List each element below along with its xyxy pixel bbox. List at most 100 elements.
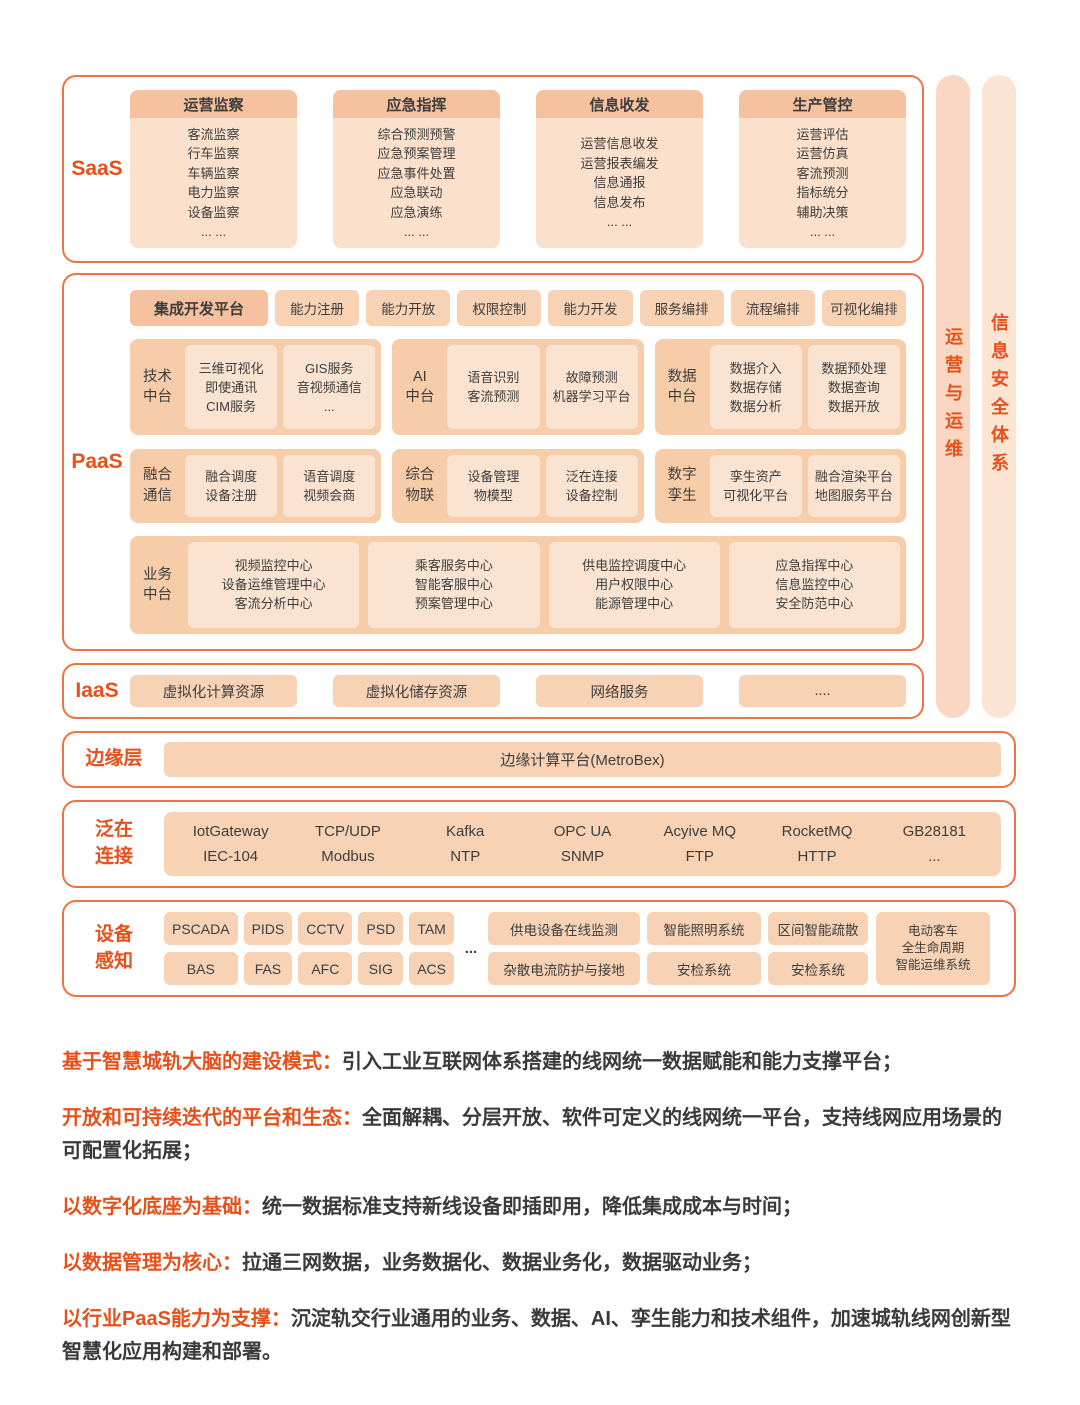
note-body: 全面解耦、分层开放、软件可定义的线网统一平台，支持线网应用场景的可配置化拓展； — [62, 1107, 1002, 1162]
security-system-sidebar: 信息安全体系 — [982, 75, 1016, 718]
business-center-box: 乘客服务中心 智能客服中心 预案管理中心 — [368, 541, 540, 628]
capability-pill: 能力注册 — [275, 290, 360, 326]
note-body: 引入工业互联网体系搭建的线网统一数据赋能和能力支撑平台； — [342, 1051, 902, 1073]
note-body: 统一数据标准支持新线设备即插即用，降低集成成本与时间； — [262, 1196, 802, 1218]
paas-group-box: 融合渲染平台 地图服务平台 — [807, 454, 900, 517]
saas-item: 电力监察 — [187, 185, 240, 200]
note-lead: 开放和可持续迭代的平台和生态： — [62, 1107, 362, 1129]
paas-group-label: AI 中台 — [405, 369, 435, 406]
saas-item: 运营仿真 — [796, 146, 849, 161]
paas-group-label: 数据 中台 — [667, 369, 697, 406]
saas-item: 辅助决策 — [796, 204, 849, 220]
saas-item: 应急联动 — [390, 185, 443, 200]
security-system-label: 信息安全体系 — [989, 312, 1009, 481]
saas-item: 应急事件处置 — [377, 165, 456, 181]
capability-pill: 能力开放 — [366, 290, 451, 326]
saas-column-header: 运营监察 — [130, 90, 297, 118]
device-ellipsis: ... — [464, 940, 478, 957]
iaas-layer-box: IaaS 虚拟化计算资源 虚拟化储存资源 网络服务 .... — [62, 663, 924, 719]
connectivity-layer-label: 泛在 连接 — [94, 819, 133, 867]
protocol-item: SNMP — [560, 848, 605, 866]
saas-item: 车辆监察 — [187, 165, 240, 181]
device-system-item: TAM — [409, 912, 454, 945]
saas-item: 行车监察 — [187, 146, 240, 161]
iaas-item: 网络服务 — [536, 675, 703, 707]
device-system-item: FAS — [243, 952, 293, 985]
protocol-item: OPC UA — [553, 822, 612, 840]
protocol-item: IotGateway — [192, 822, 269, 840]
protocol-item: HTTP — [797, 848, 837, 866]
device-subsystem-item: 安检系统 — [646, 952, 761, 985]
paas-group: 综合 物联 设备管理 物模型 泛在连接 设备控制 — [392, 448, 644, 523]
saas-item: 运营评估 — [796, 126, 849, 142]
paas-group-box: 融合调度 设备注册 — [185, 454, 278, 517]
business-center-box: 供电监控调度中心 用户权限中心 能源管理中心 — [548, 541, 720, 628]
note-body: 沉淀轨交行业通用的业务、数据、AI、孪生能力和技术组件，加速城轨线网创新型智慧化… — [62, 1308, 1011, 1363]
paas-group: 数字 孪生 孪生资产 可视化平台 融合渲染平台 地图服务平台 — [654, 448, 906, 523]
paas-group-label: 融合 通信 — [143, 467, 172, 504]
connectivity-layer-box: 泛在 连接 IotGateway TCP/UDP Kafka OPC UA Ac… — [62, 800, 1016, 888]
saas-item: 客流监察 — [187, 126, 240, 142]
saas-column-header: 生产管控 — [739, 90, 906, 118]
paas-group-label: 数字 孪生 — [667, 467, 697, 504]
protocol-item: FTP — [685, 848, 714, 866]
note-lead: 以数据管理为核心： — [62, 1252, 242, 1274]
paas-group-box: 数据介入 数据存储 数据分析 — [709, 345, 802, 430]
paas-group: 数据 中台 数据介入 数据存储 数据分析 数据预处理 数据查询 数据开放 — [654, 339, 906, 436]
saas-item: 设备监察 — [187, 204, 240, 220]
paas-group-label: 综合 物联 — [405, 467, 435, 504]
device-subsystem-item: 区间智能疏散 — [767, 912, 868, 945]
saas-item: 运营信息收发 — [580, 136, 659, 152]
device-system-item: AFC — [298, 952, 353, 985]
protocol-item: Acyive MQ — [663, 822, 737, 840]
saas-column: 运营监察 客流监察 行车监察 车辆监察 电力监察 设备监察 ... ... — [130, 90, 297, 248]
protocol-row-2: IEC-104 Modbus NTP SNMP FTP HTTP ... — [172, 848, 993, 865]
device-system-item: PSCADA — [164, 912, 238, 945]
edge-layer-box: 边缘层 边缘计算平台(MetroBex) — [62, 731, 1016, 788]
saas-column-header: 信息收发 — [536, 90, 703, 118]
saas-column-header: 应急指挥 — [333, 90, 500, 118]
device-layer-label: 设备 感知 — [94, 923, 133, 972]
paas-group-box: 数据预处理 数据查询 数据开放 — [807, 345, 900, 430]
protocol-item: Kafka — [446, 822, 485, 840]
integration-platform-title: 集成开发平台 — [130, 290, 268, 326]
business-center-label: 业务 中台 — [143, 566, 172, 603]
paas-group-box: 泛在连接 设备控制 — [545, 454, 638, 517]
saas-column-body: 运营评估 运营仿真 客流预测 指标统分 辅助决策 ... ... — [739, 118, 906, 248]
note-paragraph: 以数字化底座为基础：统一数据标准支持新线设备即插即用，降低集成成本与时间； — [62, 1191, 1020, 1224]
saas-column-body: 运营信息收发 运营报表编发 信息通报 信息发布 ... ... — [536, 118, 703, 248]
capability-pill: 服务编排 — [639, 290, 724, 326]
business-center-box: 视频监控中心 设备运维管理中心 客流分析中心 — [188, 541, 360, 628]
protocol-item: Modbus — [321, 848, 375, 866]
note-lead: 基于智慧城轨大脑的建设模式： — [62, 1051, 342, 1073]
note-body: 拉通三网数据，业务数据化、数据业务化，数据驱动业务； — [242, 1252, 762, 1274]
iaas-item: 虚拟化计算资源 — [130, 675, 297, 707]
saas-item: 应急演练 — [390, 204, 443, 220]
paas-group-box: 语音识别 客流预测 — [447, 345, 540, 430]
device-system-item: CCTV — [298, 912, 353, 945]
ops-maintenance-sidebar: 运营与运维 — [936, 75, 970, 718]
saas-item: 综合预测预警 — [377, 126, 456, 142]
saas-item: ... ... — [809, 224, 836, 239]
saas-item: ... ... — [200, 224, 227, 239]
note-paragraph: 开放和可持续迭代的平台和生态：全面解耦、分层开放、软件可定义的线网统一平台，支持… — [62, 1102, 1020, 1168]
device-lifecycle-item: 电动客车 全生命周期 智能运维系统 — [875, 912, 990, 985]
business-center-group: 业务 中台 视频监控中心 设备运维管理中心 客流分析中心 乘客服务中心 智能客服… — [130, 535, 906, 634]
paas-group-box: GIS服务 音视频通信 ... — [283, 345, 376, 430]
note-paragraph: 以行业PaaS能力为支撑：沉淀轨交行业通用的业务、数据、AI、孪生能力和技术组件… — [62, 1303, 1020, 1369]
capability-pill: 流程编排 — [730, 290, 815, 326]
saas-column: 信息收发 运营信息收发 运营报表编发 信息通报 信息发布 ... ... — [536, 90, 703, 248]
saas-item: 应急预案管理 — [377, 146, 456, 161]
iaas-items: 虚拟化计算资源 虚拟化储存资源 网络服务 .... — [130, 675, 906, 707]
saas-column: 生产管控 运营评估 运营仿真 客流预测 指标统分 辅助决策 ... ... — [739, 90, 906, 248]
saas-item: 信息通报 — [593, 175, 646, 191]
saas-layer-label: SaaS — [71, 157, 123, 181]
paas-group: AI 中台 语音识别 客流预测 故障预测 机器学习平台 — [392, 339, 644, 436]
iaas-layer-label: IaaS — [75, 679, 119, 703]
device-system-item: BAS — [164, 952, 238, 985]
protocol-item: GB28181 — [902, 822, 967, 840]
saas-item: 客流预测 — [796, 165, 849, 181]
device-system-grid: PSCADA PIDS CCTV PSD TAM BAS FAS AFC SIG… — [164, 912, 454, 985]
iaas-item: 虚拟化储存资源 — [333, 675, 500, 707]
paas-group: 融合 通信 融合调度 设备注册 语音调度 视频会商 — [130, 448, 382, 523]
